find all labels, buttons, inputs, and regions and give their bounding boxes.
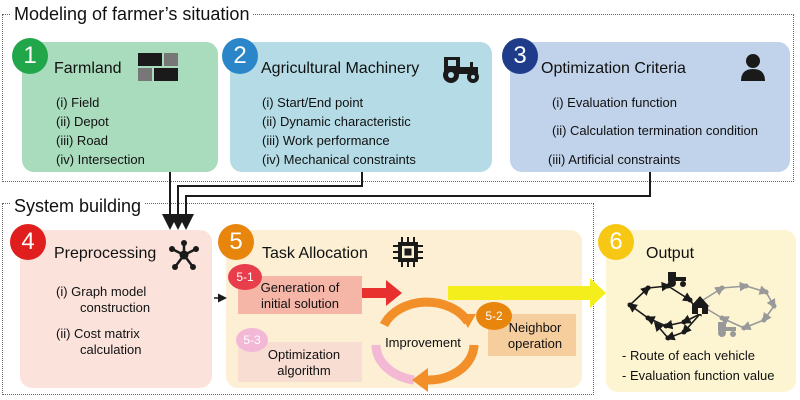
- improvement-label: Improvement: [385, 335, 461, 350]
- farmland-item-depot: (ii) Depot: [56, 114, 109, 129]
- neighbor-operation-label-line2: operation: [507, 336, 563, 351]
- farmland-item-intersection: (iv) Intersection: [56, 152, 145, 167]
- criteria-item-evaluation: (i) Evaluation function: [552, 95, 678, 110]
- neighbor-operation-label-line1: Neighbor: [508, 320, 562, 335]
- farmland-title: Farmland: [54, 60, 122, 77]
- machinery-title: Agricultural Machinery: [261, 60, 420, 77]
- initial-solution-label-line1: Generation of: [260, 280, 340, 295]
- machinery-item-dynamic: (ii) Dynamic characteristic: [262, 114, 411, 129]
- machinery-item-mechanical: (iv) Mechanical constraints: [262, 152, 416, 167]
- preprocessing-item-cost-cont: calculation: [80, 342, 142, 357]
- task-title: Task Allocation: [262, 245, 368, 262]
- criteria-box: [510, 42, 790, 172]
- machinery-item-work: (iii) Work performance: [262, 133, 390, 148]
- output-item-evaluation: - Evaluation function value: [622, 368, 775, 383]
- step-5-2-badge: 5-2: [476, 302, 512, 330]
- input-arrows: [162, 172, 651, 230]
- machinery-number: 2: [222, 38, 258, 74]
- preprocessing-number: 4: [10, 224, 46, 260]
- criteria-number: 3: [502, 38, 538, 74]
- gray-tractor-icon: [718, 322, 736, 337]
- step-5-1-badge: 5-1: [228, 264, 262, 290]
- cycle-arrowhead-bottom: [412, 368, 428, 392]
- preprocessing-item-graph: (i) Graph model: [56, 284, 147, 299]
- route-map-icon: [627, 272, 777, 341]
- task-to-output-arrow: [448, 278, 606, 308]
- modeling-section-frame: [2, 14, 794, 182]
- preprocessing-title: Preprocessing: [54, 245, 157, 262]
- initial-solution-label-line2: initial solution: [260, 296, 340, 311]
- optimization-algorithm-label-line1: Optimization: [267, 347, 341, 362]
- person-icon: [738, 52, 768, 82]
- criteria-item-termination: (ii) Calculation termination condition: [552, 123, 758, 138]
- cycle-arrowhead-right: [460, 314, 476, 328]
- machinery-item-start-end: (i) Start/End point: [262, 95, 364, 110]
- criteria-title: Optimization Criteria: [541, 60, 686, 77]
- farmland-item-field: (i) Field: [56, 95, 100, 110]
- farmland-box: [22, 42, 218, 172]
- preprocessing-item-cost: (ii) Cost matrix: [56, 326, 140, 341]
- preprocessing-item-graph-cont: construction: [80, 300, 151, 315]
- depot-house-icon: [692, 296, 708, 314]
- criteria-item-artificial: (iii) Artificial constraints: [548, 152, 681, 167]
- cpu-chip-icon: [392, 236, 424, 268]
- improvement-cycle: [371, 297, 479, 385]
- output-title: Output: [646, 245, 695, 262]
- tractor-icon: [440, 54, 484, 84]
- black-tractor-icon: [668, 272, 686, 287]
- step-5-3-badge: 5-3: [236, 328, 268, 352]
- network-icon: [168, 240, 200, 270]
- initial-to-improvement-arrow: [362, 280, 402, 306]
- output-item-route: - Route of each vehicle: [622, 348, 755, 363]
- task-number: 5: [218, 224, 254, 260]
- field-grid-icon: [138, 53, 178, 81]
- optimization-algorithm-label-line2: algorithm: [277, 363, 331, 378]
- modeling-section-title: Modeling of farmer’s situation: [10, 4, 254, 24]
- farmland-number: 1: [12, 38, 48, 74]
- farmland-item-road: (iii) Road: [56, 133, 109, 148]
- route-node-dots: [627, 283, 693, 341]
- system-section-title: System building: [10, 196, 146, 216]
- output-number: 6: [598, 224, 634, 260]
